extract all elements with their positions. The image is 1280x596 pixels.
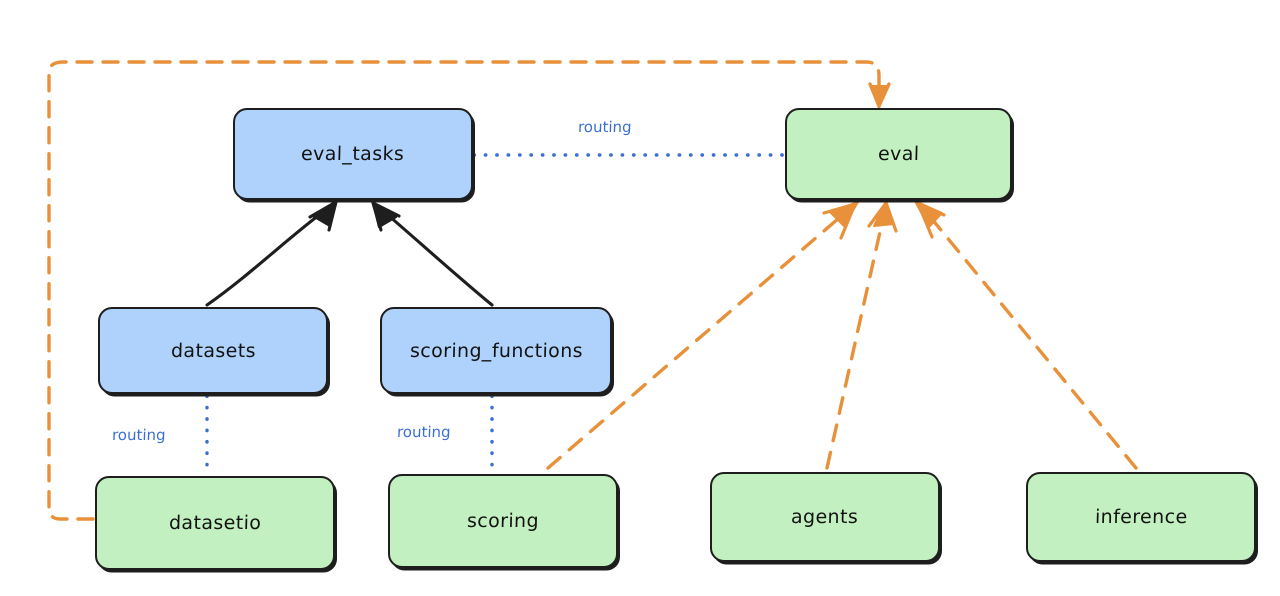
node-scoring[interactable]: scoring — [388, 474, 618, 568]
node-datasets[interactable]: datasets — [98, 307, 328, 394]
edge-label-routing-scoring-functions-scoring: routing — [396, 423, 451, 441]
node-scoring-functions[interactable]: scoring_functions — [380, 307, 612, 394]
node-label: eval_tasks — [301, 143, 405, 165]
edge-inference-to-eval — [914, 200, 1138, 470]
edge-scoring_functions-to-eval_tasks — [371, 201, 494, 307]
node-label: datasets — [170, 339, 256, 362]
node-label: inference — [1094, 506, 1188, 528]
node-datasetio[interactable]: datasetio — [95, 476, 335, 570]
node-label: datasetio — [168, 512, 262, 534]
edge-label-routing-eval-tasks-eval: routing — [577, 118, 632, 136]
node-label: agents — [791, 506, 859, 528]
node-label: scoring_functions — [409, 339, 583, 362]
node-eval-tasks[interactable]: eval_tasks — [233, 108, 473, 200]
node-label: eval — [877, 143, 920, 165]
node-agents[interactable]: agents — [710, 472, 940, 562]
node-inference[interactable]: inference — [1026, 472, 1256, 562]
node-label: scoring — [466, 510, 540, 532]
edge-datasets-to-eval_tasks — [205, 200, 338, 307]
node-eval[interactable]: eval — [785, 108, 1012, 200]
edge-label-routing-datasets-datasetio: routing — [111, 426, 166, 444]
edge-agents-to-eval — [825, 200, 898, 470]
